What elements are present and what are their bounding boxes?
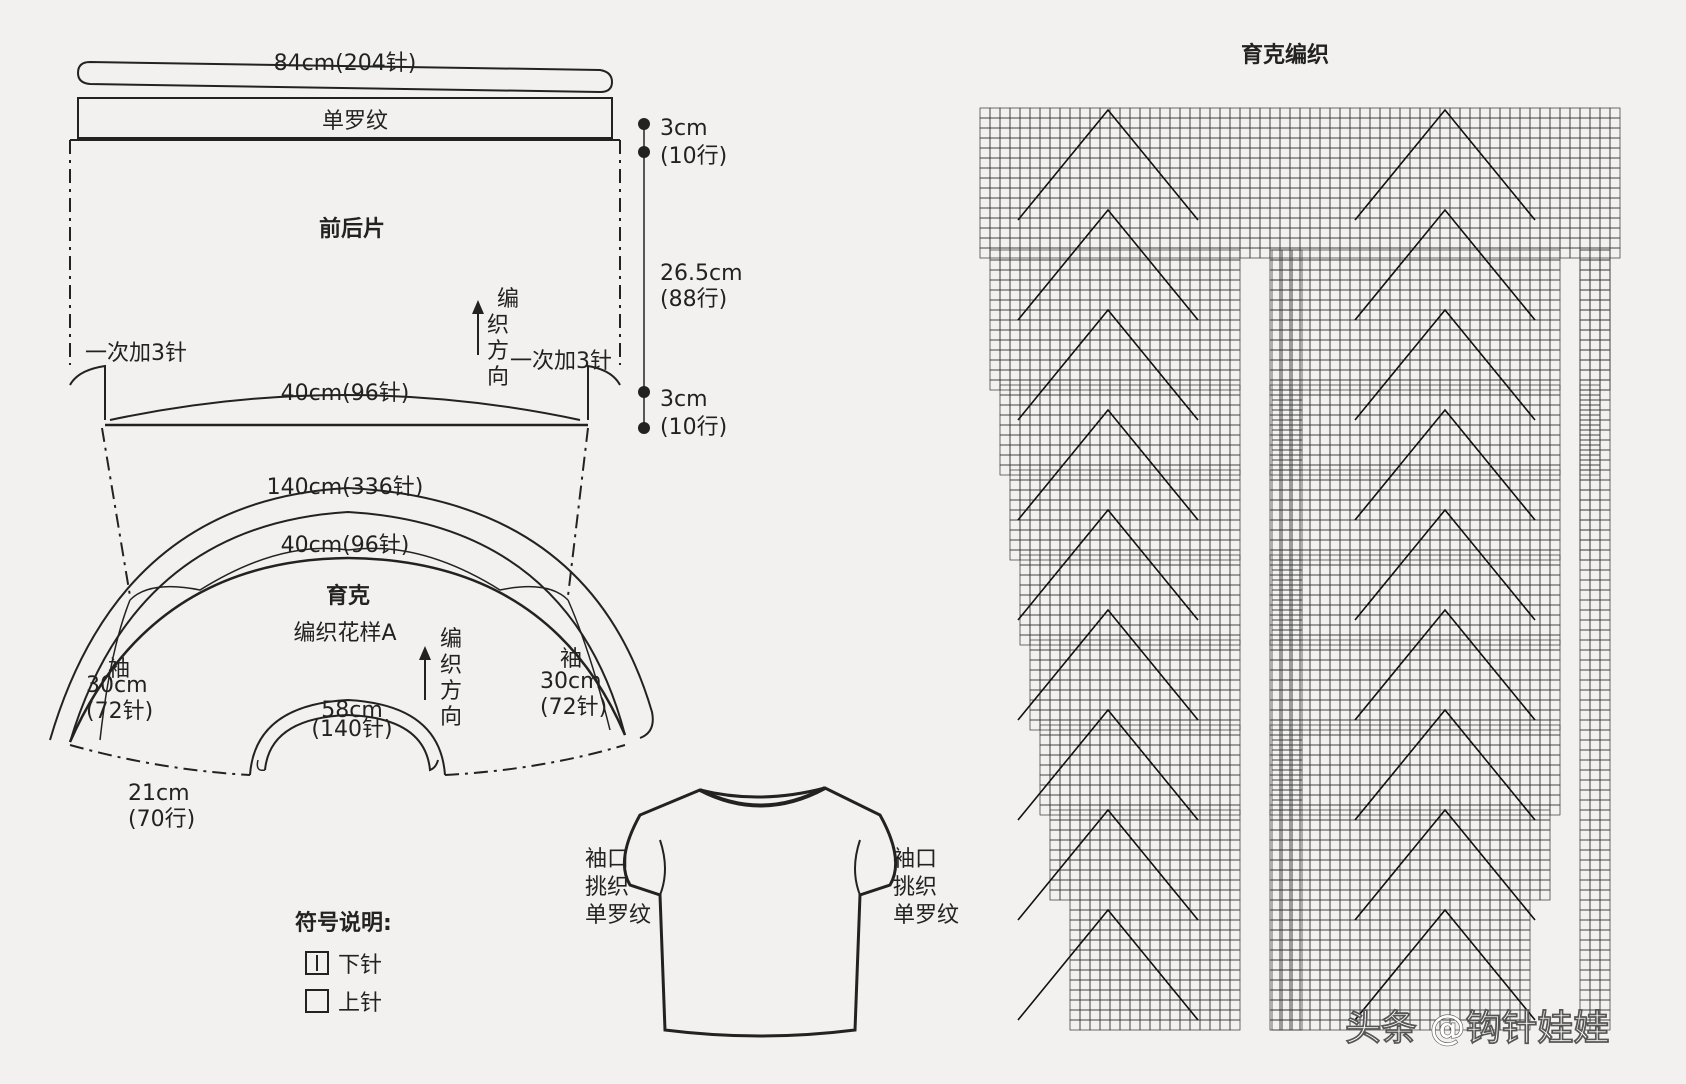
body-panel-name: 前后片 [319,216,385,242]
sleeve-right-st: (72针) [540,695,607,720]
legend: 符号说明: 下针 上针 [295,910,392,1016]
yoke-name: 育克 [326,583,370,609]
yoke-direction-1: 编 [440,627,462,652]
body-width-label: 84cm(204针) [274,51,417,76]
purl-symbol-icon [306,990,328,1012]
dim-top-rows: (10行) [660,144,727,169]
body-bottom-label: 40cm(96针) [281,381,410,406]
connector-left [102,428,130,596]
body-direction-3: 方 [487,339,509,364]
increase-left-label: 一次加3针 [85,341,187,366]
sleeve-right-cm: 30cm [540,669,602,694]
dim-top-cm: 3cm [660,116,708,141]
body-direction-2: 织 [487,313,509,338]
yoke-direction-2: 织 [440,653,462,678]
yoke-direction-4: 向 [440,705,462,730]
ribbing-label: 单罗纹 [322,109,388,134]
legend-purl-label: 上针 [338,991,382,1016]
yoke-chart-grid [980,108,1620,1030]
yoke-pattern-label: 编织花样A [293,621,396,646]
left-increase-notch [70,366,105,420]
right-increase-notch [588,366,620,420]
tshirt-left-3: 单罗纹 [585,903,651,928]
yoke-bottom-left [70,745,250,775]
watermark: 头条 @钩针娃娃 [1345,1008,1610,1049]
chart-title: 育克编织 [1241,42,1329,68]
dim-bot-rows: (10行) [660,415,727,440]
yoke-direction-3: 方 [440,679,462,704]
dim-dot-2 [638,146,650,158]
tshirt-right-2: 挑织 [893,875,937,900]
body-direction-4: 向 [487,365,509,390]
dim-mid-rows: (88行) [660,287,727,312]
dim-dot-4 [638,422,650,434]
tshirt-sketch [624,788,895,1036]
tshirt-right-1: 袖口 [893,847,937,872]
tshirt-left-2: 挑织 [585,875,629,900]
body-direction-1: 编 [497,287,519,312]
sleeve-left-cm: 30cm [86,673,148,698]
legend-title: 符号说明: [295,910,392,936]
yoke-bottom-right [445,745,625,775]
tshirt-left-1: 袖口 [585,847,629,872]
neck-st-label: (140针) [311,717,392,742]
sleeve-left-st: (72针) [86,699,153,724]
yoke-inner-label: 40cm(96针) [281,533,410,558]
dim-mid-cm: 26.5cm [660,261,743,286]
tshirt-right-3: 单罗纹 [893,903,959,928]
legend-knit-label: 下针 [338,953,382,978]
increase-right-label: 一次加3针 [510,349,612,374]
dim-bot-cm: 3cm [660,387,708,412]
dim-dot-1 [638,118,650,130]
yoke-outer-label: 140cm(336针) [267,475,424,500]
yoke-depth-rows: (70行) [128,807,195,832]
dim-dot-3 [638,386,650,398]
yoke-depth-cm: 21cm [128,781,190,806]
